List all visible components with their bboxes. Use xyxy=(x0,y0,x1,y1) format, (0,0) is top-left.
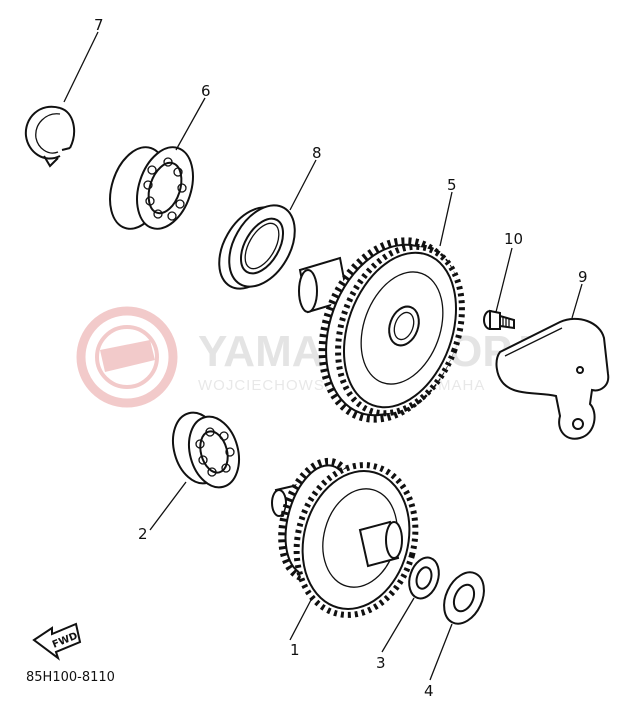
gear-lower xyxy=(271,457,419,618)
part-label-6: 6 xyxy=(201,82,211,100)
leader-lines xyxy=(63,31,583,681)
part-label-1: 1 xyxy=(290,641,300,659)
bearing-lower xyxy=(172,411,240,489)
part-label-2: 2 xyxy=(138,525,148,543)
part-label-9: 9 xyxy=(578,268,588,286)
part-label-3: 3 xyxy=(376,654,386,672)
diagram-code: 85H100-8110 xyxy=(26,670,115,685)
forward-direction-marker: FWD xyxy=(32,622,82,661)
washer-small xyxy=(408,556,440,600)
gear-upper xyxy=(298,237,465,423)
watermark-logo-icon xyxy=(76,306,178,408)
bracket-plate xyxy=(495,317,610,440)
part-label-8: 8 xyxy=(312,144,322,162)
washer-large xyxy=(443,571,485,625)
part-label-4: 4 xyxy=(424,682,434,700)
bolt xyxy=(483,309,515,330)
part-label-5: 5 xyxy=(447,176,457,194)
part-labels: 1 2 3 4 5 6 7 8 9 10 xyxy=(94,16,588,700)
oil-seal xyxy=(218,204,296,290)
part-label-10: 10 xyxy=(504,230,523,248)
bearing-upper xyxy=(109,146,194,230)
part-label-7: 7 xyxy=(94,16,104,34)
circlip xyxy=(24,105,76,168)
